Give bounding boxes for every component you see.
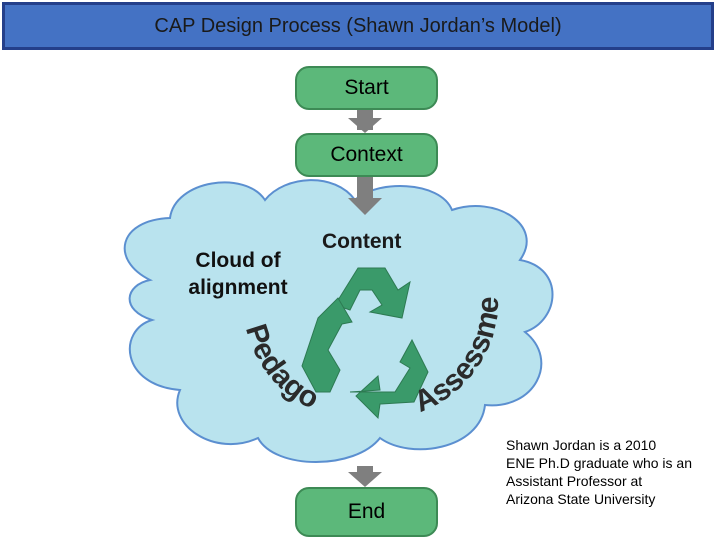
flow-arrow-to-end — [348, 466, 382, 487]
title-bar: CAP Design Process (Shawn Jordan’s Model… — [2, 2, 714, 50]
recycle-icon — [301, 262, 429, 420]
start-box: Start — [295, 66, 438, 110]
credit-note: Shawn Jordan is a 2010 ENE Ph.D graduate… — [506, 436, 692, 508]
flow-arrow-context-content — [348, 177, 382, 215]
flow-arrow-start-context — [348, 108, 382, 133]
credit-line-4: Arizona State University — [506, 491, 656, 507]
cloud-label-line1: Cloud of — [195, 249, 281, 272]
credit-line-3: Assistant Professor at — [506, 473, 643, 489]
start-label: Start — [344, 76, 389, 99]
page-title: CAP Design Process (Shawn Jordan’s Model… — [154, 14, 562, 37]
context-label: Context — [330, 143, 403, 166]
cloud-of-alignment-label: Cloud of alignment — [178, 247, 298, 301]
end-box: End — [295, 487, 438, 537]
content-label: Content — [322, 230, 402, 253]
cloud-label-line2: alignment — [188, 276, 288, 299]
end-label: End — [347, 500, 386, 523]
credit-line-1: Shawn Jordan is a 2010 — [506, 437, 657, 453]
credit-line-2: ENE Ph.D graduate who is an — [506, 455, 692, 471]
context-box: Context — [295, 133, 438, 177]
